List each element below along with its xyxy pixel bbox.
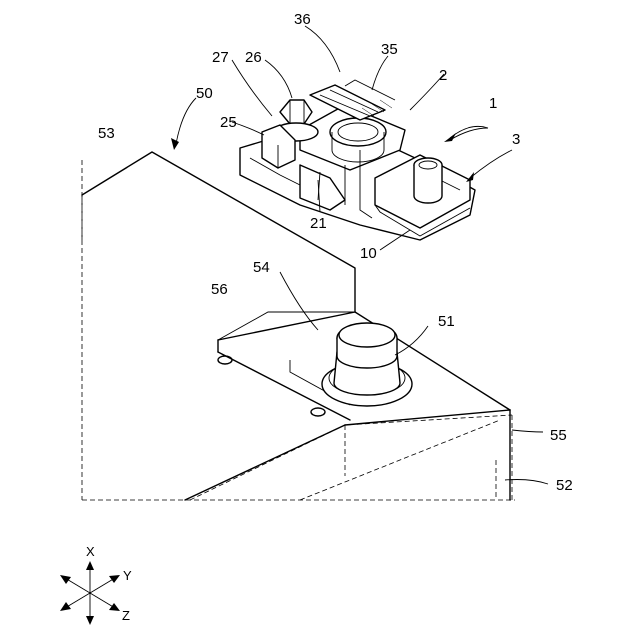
label-54: 54 xyxy=(253,259,270,276)
terminal-clamp-assembly xyxy=(240,80,475,240)
label-36: 36 xyxy=(294,11,311,28)
label-51: 51 xyxy=(438,313,455,330)
axis-label-y: Y xyxy=(123,568,132,583)
label-21: 21 xyxy=(310,215,327,232)
label-10: 10 xyxy=(360,245,377,262)
axis-label-x: X xyxy=(86,544,95,559)
label-35: 35 xyxy=(381,41,398,58)
label-3: 3 xyxy=(512,131,520,148)
axis-indicator: X Y Z xyxy=(60,544,132,625)
label-55: 55 xyxy=(550,427,567,444)
label-2: 2 xyxy=(439,67,447,84)
label-1: 1 xyxy=(489,95,497,112)
label-50: 50 xyxy=(196,85,213,102)
label-52: 52 xyxy=(556,477,573,494)
label-56: 56 xyxy=(211,281,228,298)
label-25: 25 xyxy=(220,114,237,131)
label-53: 53 xyxy=(98,125,115,142)
axis-label-z: Z xyxy=(122,608,130,623)
label-27: 27 xyxy=(212,49,229,66)
battery-terminal-post xyxy=(322,323,412,406)
reference-numerals: 36 35 26 27 2 1 50 25 53 3 21 10 54 56 5… xyxy=(98,11,573,494)
label-26: 26 xyxy=(245,49,262,66)
